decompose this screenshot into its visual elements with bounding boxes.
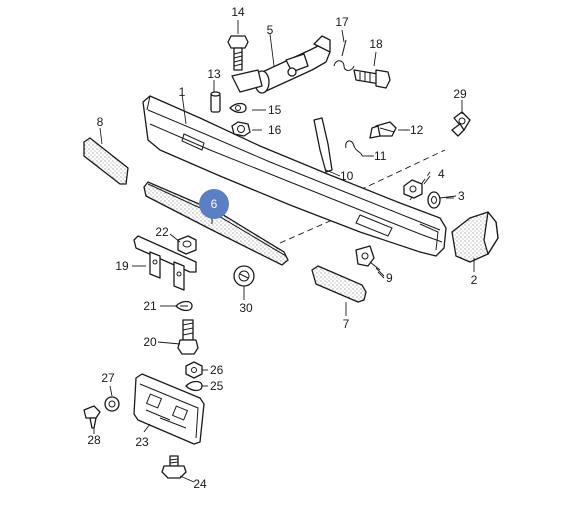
bumper-main-bar — [142, 95, 447, 257]
left-trim-strip — [83, 137, 129, 185]
bumper-reinforcement-strip — [143, 181, 289, 266]
mounting-bracket — [231, 35, 331, 94]
plate-bracket-19 — [133, 235, 197, 291]
callout-11[interactable]: 11 — [374, 149, 387, 163]
callout-25[interactable]: 25 — [210, 379, 224, 393]
callout-20[interactable]: 20 — [143, 335, 157, 349]
callout-23[interactable]: 23 — [135, 435, 149, 449]
callout-5[interactable]: 5 — [267, 23, 274, 37]
callout-4[interactable]: 4 — [438, 167, 445, 181]
bolt-20 — [177, 319, 199, 355]
callout-labels: 14 5 17 18 13 1 15 16 8 29 12 11 10 4 3 … — [87, 5, 477, 491]
callout-28[interactable]: 28 — [87, 433, 101, 447]
label-dashes — [368, 129, 454, 279]
bracket-strap-10 — [313, 117, 333, 173]
clip-11 — [345, 140, 363, 157]
callout-21[interactable]: 21 — [143, 299, 157, 313]
callout-9[interactable]: 9 — [386, 271, 393, 285]
nut-26 — [185, 361, 203, 379]
center-trim-strip — [311, 265, 367, 303]
clip-21 — [175, 300, 193, 312]
callout-17[interactable]: 17 — [335, 15, 349, 29]
callout-6[interactable]: 6 — [211, 197, 218, 211]
nut-16 — [231, 121, 251, 137]
callout-7[interactable]: 7 — [343, 317, 350, 331]
spacer-13 — [210, 91, 221, 113]
nut-22 — [177, 235, 197, 255]
callout-16[interactable]: 16 — [268, 123, 282, 137]
washer-3 — [427, 191, 441, 209]
callout-13[interactable]: 13 — [207, 67, 221, 81]
callout-26[interactable]: 26 — [210, 363, 224, 377]
clip-25 — [185, 380, 203, 392]
mounting-clip-9 — [355, 245, 381, 271]
screw-24 — [161, 455, 187, 479]
selected-callout-marker[interactable] — [199, 189, 229, 219]
callout-8[interactable]: 8 — [97, 115, 104, 129]
callout-30[interactable]: 30 — [239, 301, 253, 315]
screw-12 — [369, 121, 397, 139]
callout-24[interactable]: 24 — [193, 477, 207, 491]
screw-28 — [83, 405, 101, 429]
callout-10[interactable]: 10 — [340, 169, 354, 183]
clip-17 — [333, 39, 355, 71]
nut-4 — [403, 179, 423, 199]
bolt-14 — [227, 35, 249, 71]
bolt-18 — [353, 69, 391, 89]
callout-2[interactable]: 2 — [471, 273, 478, 287]
callout-19[interactable]: 19 — [115, 259, 129, 273]
plate-holder-23 — [133, 373, 205, 445]
callout-15[interactable]: 15 — [268, 103, 282, 117]
screw-29 — [451, 111, 471, 137]
callout-29[interactable]: 29 — [453, 87, 467, 101]
right-corner-cap — [451, 211, 499, 263]
grommet-27 — [104, 396, 120, 412]
callout-18[interactable]: 18 — [369, 37, 383, 51]
callout-14[interactable]: 14 — [231, 5, 245, 19]
leader-lines — [93, 20, 475, 483]
callout-12[interactable]: 12 — [410, 123, 424, 137]
callout-27[interactable]: 27 — [101, 371, 115, 385]
clip-15 — [229, 102, 247, 114]
callout-1[interactable]: 1 — [179, 85, 186, 99]
callout-22[interactable]: 22 — [155, 225, 169, 239]
callout-3[interactable]: 3 — [458, 189, 465, 203]
plug-30 — [233, 265, 255, 287]
